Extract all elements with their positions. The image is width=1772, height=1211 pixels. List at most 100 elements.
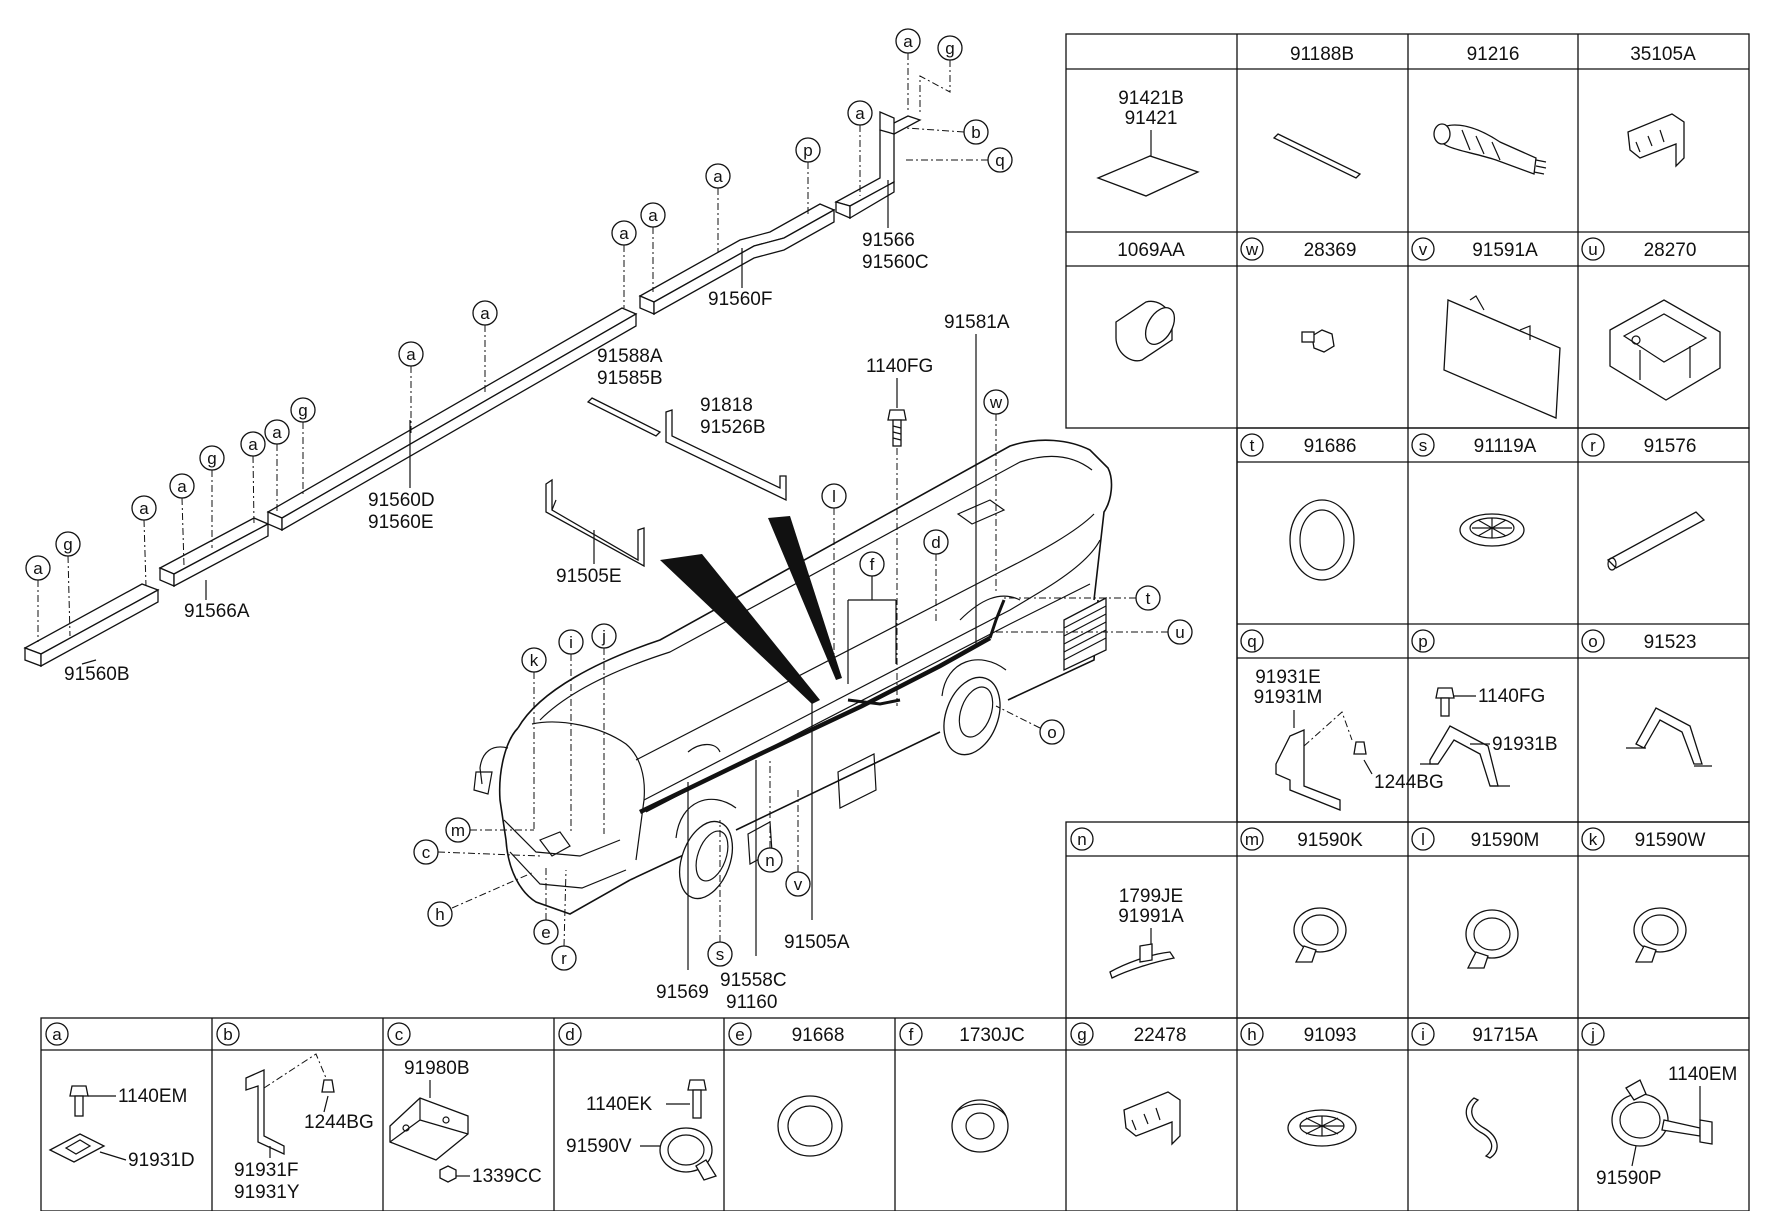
rail-91588A — [586, 397, 662, 437]
bus-body — [473, 439, 1113, 915]
svg-text:a: a — [272, 423, 282, 442]
cell-label-91931F: 91931F — [234, 1160, 298, 1181]
label-91560D: 91560D — [368, 490, 435, 511]
label-91160: 91160 — [726, 992, 777, 1013]
label-91505E: 91505E — [556, 566, 622, 587]
cell-label-91980B: 91980B — [404, 1058, 470, 1079]
label-91818: 91818 — [700, 395, 753, 416]
cell-label-91421B: 91421B — [1118, 88, 1184, 109]
header-letter-j: j — [1590, 1025, 1595, 1044]
cell-label-1799JE: 1799JE — [1119, 886, 1183, 907]
header-letter-m: m — [1245, 830, 1259, 849]
svg-text:e: e — [541, 923, 550, 942]
label-91588A: 91588A — [597, 346, 663, 367]
header-letter-f: f — [909, 1025, 914, 1044]
cell-label-91931B: 91931B — [1492, 734, 1558, 755]
header-letter-i: i — [1421, 1025, 1425, 1044]
bottom-table-parts: 1140EM 91931D 1244BG 91931F 91931Y 91980… — [48, 1053, 1737, 1203]
header-part-28270: 28270 — [1644, 240, 1697, 261]
svg-text:f: f — [870, 555, 875, 574]
header-letter-n: n — [1077, 830, 1086, 849]
cell-label-91991A: 91991A — [1118, 906, 1184, 927]
header-part-91590W: 91590W — [1635, 830, 1706, 851]
header-letter-u: u — [1588, 240, 1597, 259]
header-letter-t: t — [1250, 436, 1255, 455]
bottom-table-grid — [40, 1017, 1750, 1211]
label-91560E: 91560E — [368, 512, 434, 533]
svg-text:v: v — [794, 875, 803, 894]
cell-label-91931M: 91931M — [1254, 687, 1323, 708]
top-table-parts: 91421B 91421 — [1096, 88, 1721, 979]
label-91560C: 91560C — [862, 252, 929, 273]
svg-text:d: d — [931, 533, 940, 552]
svg-text:a: a — [480, 304, 490, 323]
header-part-91590M: 91590M — [1471, 830, 1540, 851]
svg-text:b: b — [971, 123, 980, 142]
bolt-1140FG — [887, 409, 907, 447]
label-91558C: 91558C — [720, 970, 787, 991]
cell-label-91590V: 91590V — [566, 1136, 632, 1157]
top-table-grid — [1065, 33, 1750, 1019]
header-letter-q: q — [1247, 632, 1256, 651]
label-1140FG: 1140FG — [866, 356, 933, 377]
svg-text:q: q — [995, 151, 1004, 170]
header-letter-c: c — [395, 1025, 404, 1044]
label-91569: 91569 — [656, 982, 709, 1003]
svg-text:s: s — [716, 945, 725, 964]
header-letter-r: r — [1590, 436, 1596, 455]
rail-91505E — [545, 478, 645, 568]
cell-label-1140EK: 1140EK — [586, 1094, 653, 1115]
svg-text:a: a — [713, 167, 723, 186]
floor-rail-91560F — [638, 203, 836, 316]
svg-text:g: g — [298, 401, 307, 420]
svg-text:u: u — [1175, 623, 1184, 642]
svg-text:o: o — [1047, 723, 1056, 742]
cell-label-1339CC: 1339CC — [472, 1166, 542, 1187]
header-part-91686: 91686 — [1304, 436, 1357, 457]
svg-text:a: a — [177, 477, 187, 496]
label-91581A: 91581A — [944, 312, 1010, 333]
cell-label-1140EM-j: 1140EM — [1668, 1064, 1737, 1085]
svg-text:j: j — [601, 627, 606, 646]
cell-label-91931D: 91931D — [128, 1150, 195, 1171]
svg-text:n: n — [765, 851, 774, 870]
svg-text:g: g — [207, 449, 216, 468]
svg-text:m: m — [451, 821, 465, 840]
header-part-91576: 91576 — [1644, 436, 1697, 457]
header-part-91119A: 91119A — [1474, 436, 1537, 457]
svg-text:l: l — [832, 487, 836, 506]
header-part-28369: 28369 — [1304, 240, 1357, 261]
bottom-table-headers: a b c d e 91668 f 1730JC g 22478 h 91093… — [45, 1022, 1605, 1046]
label-91505A: 91505A — [784, 932, 850, 953]
svg-text:r: r — [561, 949, 567, 968]
floor-rail-91566A — [158, 517, 270, 588]
svg-text:a: a — [248, 435, 258, 454]
label-91566: 91566 — [862, 230, 915, 251]
header-letter-o: o — [1588, 632, 1597, 651]
svg-text:c: c — [422, 843, 431, 862]
floor-rail-91560B — [23, 583, 160, 668]
bus-callouts: k i j m c h e r s n v l f d w t u o — [413, 389, 1193, 971]
header-part-91188B: 91188B — [1290, 44, 1354, 65]
header-part-91668: 91668 — [792, 1025, 845, 1046]
header-part-91715A: 91715A — [1472, 1025, 1538, 1046]
floor-rail-91566 — [834, 111, 922, 220]
header-letter-s: s — [1419, 436, 1428, 455]
header-part-22478: 22478 — [1134, 1025, 1187, 1046]
header-letter-a: a — [52, 1025, 62, 1044]
header-part-91590K: 91590K — [1297, 830, 1363, 851]
label-91566A: 91566A — [184, 601, 250, 622]
label-91585B: 91585B — [597, 368, 663, 389]
cell-label-91931E: 91931E — [1255, 667, 1321, 688]
header-part-91591A: 91591A — [1472, 240, 1538, 261]
cell-label-1140EM-a: 1140EM — [118, 1086, 187, 1107]
cell-label-1244BG-b: 1244BG — [304, 1112, 374, 1133]
header-part-91216: 91216 — [1467, 44, 1520, 65]
floor-rail-91560D — [266, 307, 638, 532]
svg-text:w: w — [989, 393, 1003, 412]
top-table-headers: 91188B 91216 35105A 1069AA w 28369 v 915… — [1070, 44, 1706, 851]
header-letter-d: d — [565, 1025, 574, 1044]
svg-text:i: i — [569, 633, 573, 652]
svg-text:t: t — [1146, 589, 1151, 608]
svg-text:k: k — [530, 651, 539, 670]
